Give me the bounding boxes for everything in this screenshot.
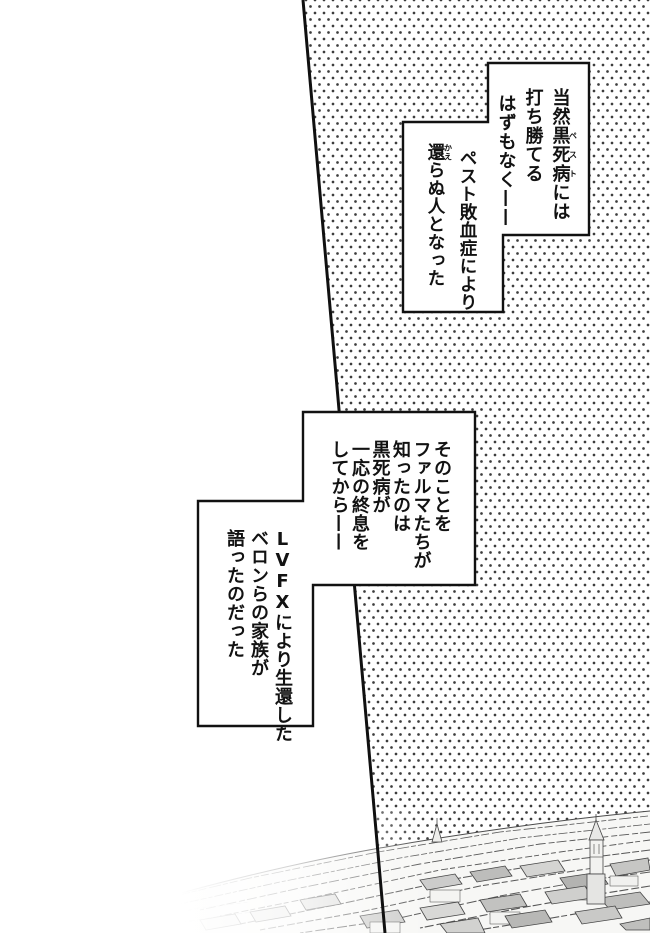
narration-line: 黒死病が	[369, 440, 391, 514]
narration-line: LVFXにより生還した	[270, 529, 294, 743]
ruby-base: 還	[425, 143, 445, 161]
narration-segment: らぬ人となった	[425, 161, 445, 287]
narration-segment: により生還した	[272, 613, 293, 743]
narration-line: はずもなく——	[495, 94, 517, 227]
narration-text-top-right: 当然黒死病ペストには 打ち勝てる はずもなく——	[493, 88, 578, 238]
narration-line: 還かえらぬ人となった	[420, 143, 453, 315]
narration-line: 知ったのは	[390, 440, 411, 533]
narration-line: 打ち勝てる	[522, 88, 544, 183]
ruby-text: ペスト	[568, 126, 578, 183]
ruby-text: かえ	[443, 143, 453, 161]
drug-name-lvfx: LVFX	[272, 529, 293, 613]
narration-line: 一応の終息を	[349, 440, 370, 551]
narration-line: そのことを	[431, 440, 452, 533]
ruby-base: 黒死病	[549, 126, 571, 183]
narration-line: ベロンらの家族が	[248, 529, 269, 677]
cityscape-illustration	[0, 808, 650, 933]
narration-line: ペスト敗血症により	[457, 149, 477, 311]
narration-segment: には	[549, 183, 571, 221]
left-fade-overlay	[0, 808, 430, 933]
narration-line: ファルマたちが	[410, 440, 432, 570]
narration-text-middle-left: LVFXにより生還した ベロンらの家族が 語ったのだった	[221, 529, 294, 743]
narration-line: 当然黒死病ペストには	[547, 88, 578, 238]
clock-tower	[586, 814, 606, 905]
narration-segment: 当然	[549, 88, 571, 126]
narration-text-middle-right: そのことを ファルマたちが 知ったのは 黒死病が 一応の終息を してから——	[327, 440, 453, 582]
narration-text-top-left: ペスト敗血症により 還かえらぬ人となった	[423, 143, 481, 315]
narration-line: してから——	[328, 440, 350, 551]
small-spire	[431, 818, 443, 843]
furigana-kae: 還かえ	[425, 143, 453, 161]
narration-box-top-outline	[401, 61, 591, 314]
narration-line: 語ったのだった	[224, 529, 245, 659]
furigana-pest: 黒死病ペスト	[549, 126, 578, 183]
narration-box-middle-outline	[196, 410, 477, 728]
